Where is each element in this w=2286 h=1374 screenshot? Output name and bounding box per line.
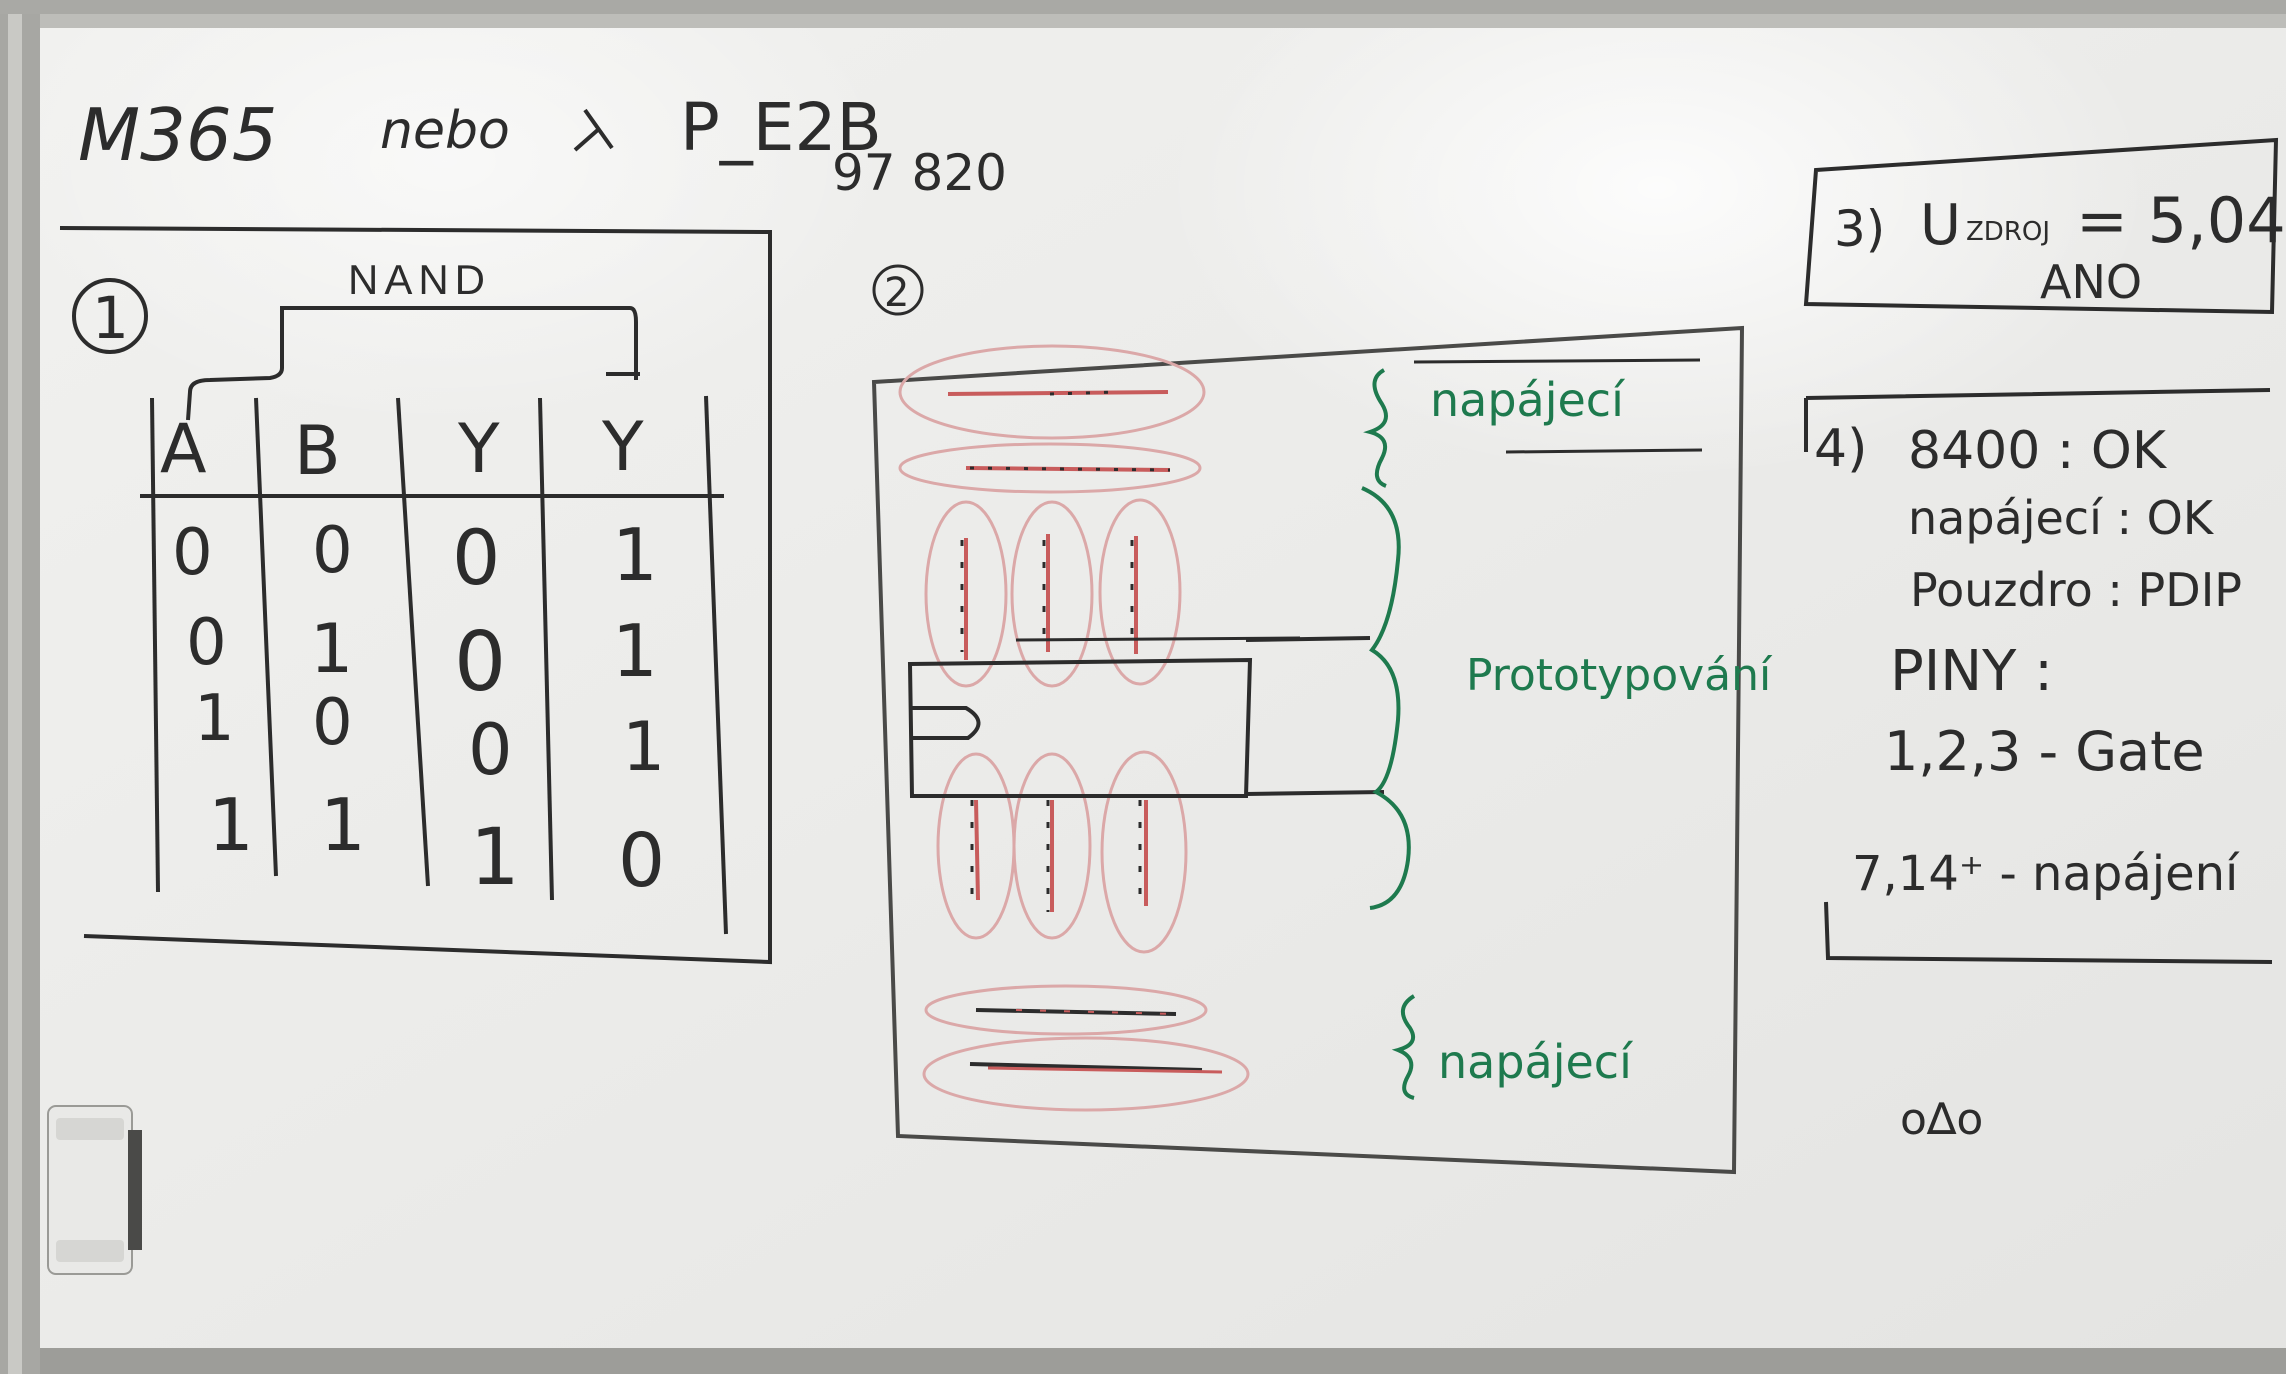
section2-number: 2 <box>884 270 909 316</box>
section4-line: 1,2,3 - Gate <box>1884 720 2205 783</box>
header-network: P_E2B <box>680 89 882 166</box>
table-cell: 1 <box>470 813 520 903</box>
section1: 1 NAND A B Y Y 0 0 0 1 0 1 0 1 1 0 0 <box>59 226 772 965</box>
section4-line: PINY : <box>1890 639 2053 704</box>
header: M365 nebo P_E2B 97 820 <box>78 89 1007 202</box>
section3-value: = 5,04V <box>2076 184 2286 257</box>
section4-line: 8400 : OK <box>1908 421 2168 481</box>
header-m365: M365 <box>78 93 278 177</box>
header-code: 97 820 <box>832 144 1007 202</box>
truth-table: A B Y Y 0 0 0 1 0 1 0 1 1 0 0 1 1 1 1 0 <box>140 372 728 935</box>
section4-line: 7,14⁺ - napájení <box>1852 846 2240 902</box>
table-cell: 1 <box>612 609 658 693</box>
table-cell: 1 <box>612 513 658 597</box>
nand-bracket <box>186 306 638 421</box>
section2-box <box>871 325 1745 1175</box>
section4-number: 4) <box>1814 419 1867 479</box>
header-slash <box>573 108 614 152</box>
section3-answer: ANO <box>2040 255 2142 309</box>
table-header-y: Y <box>457 410 500 489</box>
section2: 2 <box>871 264 1773 1175</box>
table-cell: 0 <box>452 513 500 602</box>
section3-subscript: ZDROJ <box>1966 217 2050 247</box>
brace-top <box>1363 368 1388 488</box>
section4-box <box>1804 388 2273 964</box>
label-prototyping: Prototypování <box>1466 650 1773 701</box>
section4: 4) 8400 : OK napájecí : OK Pouzdro : PDI… <box>1804 388 2273 964</box>
eraser-icon <box>47 1105 142 1275</box>
table-cell: 1 <box>208 783 254 867</box>
section1-number: 1 <box>92 284 129 352</box>
table-header-b: B <box>294 412 341 491</box>
section4-line: napájecí : OK <box>1908 491 2215 545</box>
section4-line: Pouzdro : PDIP <box>1910 563 2242 617</box>
table-cell: 0 <box>454 615 506 710</box>
table-cell: 0 <box>468 709 513 791</box>
brace-middle <box>1361 486 1411 910</box>
table-cell: 1 <box>194 682 235 756</box>
section3-number: 3) <box>1834 200 1885 258</box>
section3-box <box>1803 137 2279 315</box>
table-header-ynot: Y <box>601 408 644 487</box>
section3-symbol: U <box>1920 193 1961 258</box>
section3: 3) U ZDROJ = 5,04V ANO <box>1803 137 2286 315</box>
section2-number-circle <box>872 264 924 316</box>
chip-outline <box>907 657 1253 798</box>
table-cell: 0 <box>312 514 353 588</box>
header-nebo: nebo <box>380 101 510 161</box>
section1-box <box>59 226 772 965</box>
table-header-a: A <box>160 410 207 489</box>
table-cell: 1 <box>320 783 366 867</box>
table-cell: 1 <box>310 610 353 689</box>
chip-notch <box>912 706 981 740</box>
label-power-top: napájecí <box>1430 373 1625 427</box>
table-cell: 0 <box>312 686 353 760</box>
gate-label: NAND <box>348 256 491 303</box>
table-cell: 1 <box>622 708 665 787</box>
section1-number-circle <box>72 278 148 354</box>
table-cell: 0 <box>618 818 665 904</box>
doodle: o∆o <box>1900 1094 1983 1145</box>
table-cell: 0 <box>186 606 227 680</box>
label-power-bottom: napájecí <box>1438 1035 1633 1089</box>
table-cell: 0 <box>172 516 213 590</box>
brace-bottom <box>1391 994 1416 1100</box>
